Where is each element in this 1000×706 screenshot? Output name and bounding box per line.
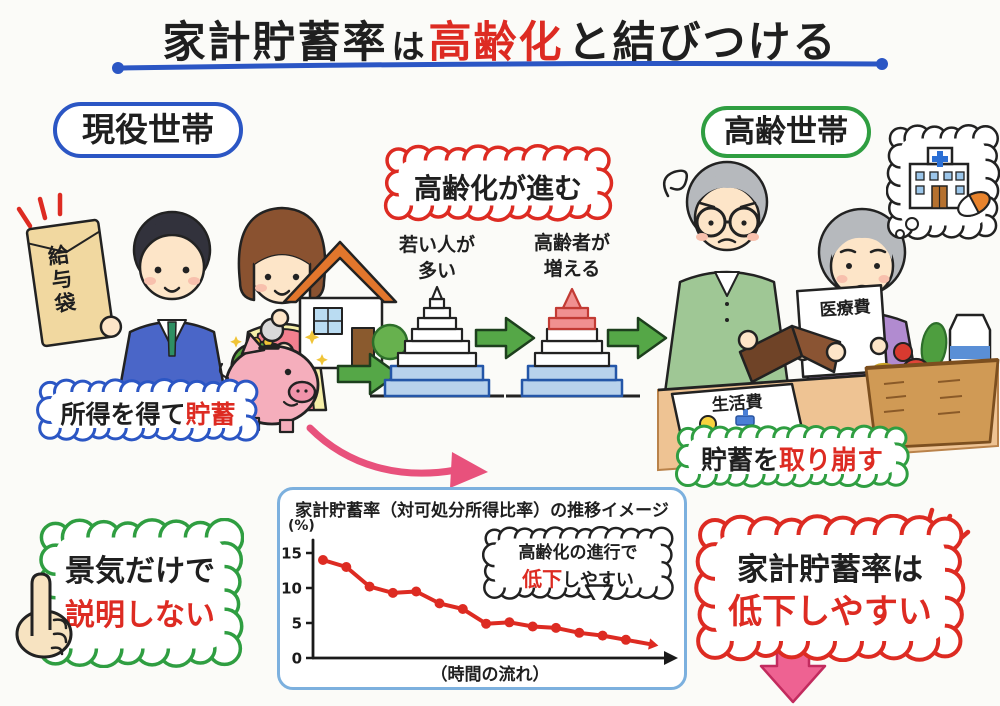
hospital-icon <box>895 146 991 239</box>
svg-text:15: 15 <box>281 545 302 563</box>
chart-title: 家計貯蓄率（対可処分所得比率）の推移イメージ <box>295 501 669 521</box>
page-title: 家計貯蓄率 は 高齢化 と結びつける <box>0 8 1000 70</box>
bubble-earn-and-save: 所得を得て貯蓄 <box>36 378 260 442</box>
chart-annotation-bubble: 高齢化の進行で 低下しやすい <box>482 526 674 600</box>
title-part2: と結びつける <box>567 18 838 68</box>
title-highlight: 高齢化 <box>428 18 564 68</box>
pyramid-old-label: 高齢者が 増える <box>533 232 610 280</box>
house-icon <box>282 240 409 370</box>
chart-plot: 15 10 5 0 <box>281 538 678 668</box>
chart-x-label: （時間の流れ） <box>430 665 550 685</box>
chart-y-unit: (%) <box>288 518 315 534</box>
pyramid-young-label: 若い人が 多い <box>398 234 475 282</box>
curved-arrow-icon <box>306 424 488 488</box>
bubble-aging-advances: 高齢化が進む <box>382 144 614 222</box>
pointing-finger-icon <box>15 572 73 659</box>
bubble-savings-rate-declines: 家計貯蓄率は 低下しやすい <box>694 514 966 662</box>
svg-text:0: 0 <box>292 650 302 668</box>
label-working-households: 現役世帯 <box>53 102 243 158</box>
savings-rate-chart: 家計貯蓄率（対可処分所得比率）の推移イメージ (%) 15 10 5 0 高齢化の進行… <box>277 487 687 690</box>
bubble-draw-down-savings: 貯蓄を取り崩す <box>674 424 910 488</box>
label-elderly-households: 高齢世帯 <box>701 106 871 158</box>
grocery-basket-icon <box>864 313 1000 450</box>
elderly-man <box>662 160 792 402</box>
population-pyramid-young <box>370 285 504 398</box>
title-particle: は <box>391 27 425 66</box>
title-part1: 家計貯蓄率 <box>162 18 388 68</box>
arrow-right-icon <box>336 316 668 396</box>
title-underline <box>112 58 888 74</box>
salary-envelope <box>25 218 123 348</box>
emphasis-marks-left <box>16 192 63 229</box>
population-pyramid-aged <box>506 287 640 398</box>
svg-text:5: 5 <box>292 615 302 633</box>
hospital-thought-bubble <box>886 124 1000 240</box>
wallet-icon <box>737 324 847 384</box>
pill-icon <box>957 190 991 218</box>
svg-text:10: 10 <box>281 580 302 598</box>
